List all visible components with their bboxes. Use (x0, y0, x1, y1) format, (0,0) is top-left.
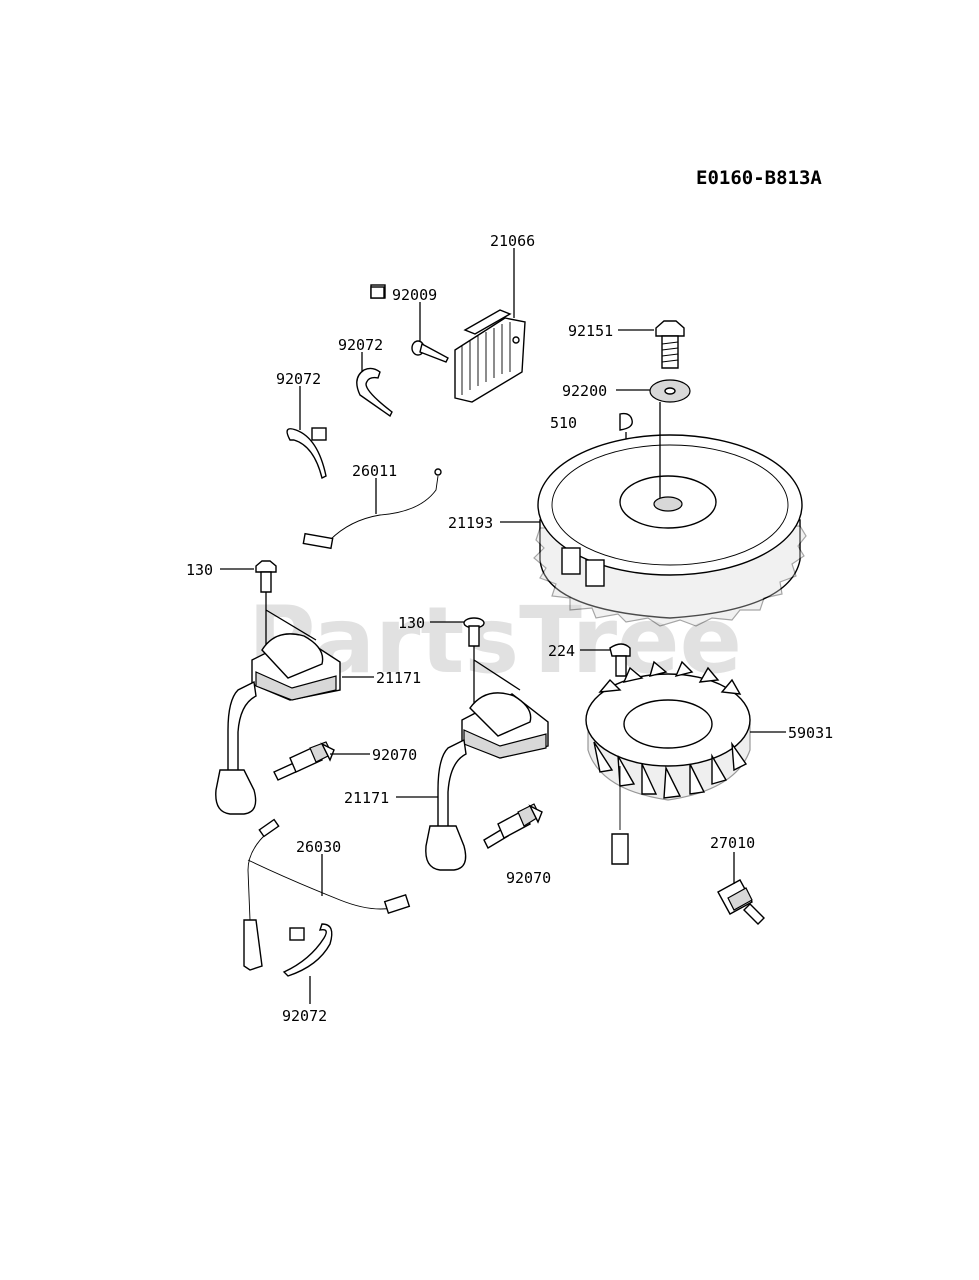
label-27010[interactable]: 27010 (710, 834, 755, 852)
label-92072-left[interactable]: 92072 (276, 370, 321, 388)
ignition-coil-21171-center[interactable] (425, 692, 549, 871)
switch-27010[interactable] (717, 879, 765, 925)
leader-130-left-coil (265, 592, 317, 646)
regulator-21066[interactable] (454, 309, 526, 403)
bolt-130-center[interactable] (463, 617, 485, 647)
label-59031[interactable]: 59031 (788, 724, 833, 742)
label-92070-upper[interactable]: 92070 (372, 746, 417, 764)
label-26011[interactable]: 26011 (352, 462, 397, 480)
label-26030[interactable]: 26030 (296, 838, 341, 856)
label-92200[interactable]: 92200 (562, 382, 607, 400)
clamp-head-upper (370, 286, 385, 299)
label-92151[interactable]: 92151 (568, 322, 613, 340)
ignition-coil-21171-left[interactable] (215, 633, 341, 815)
label-92072-upper[interactable]: 92072 (338, 336, 383, 354)
spark-plug-92070-upper[interactable] (273, 741, 335, 781)
label-21171-center[interactable]: 21171 (344, 789, 389, 807)
label-21193[interactable]: 21193 (448, 514, 493, 532)
clamp-92072-left[interactable] (286, 427, 327, 480)
label-130-left[interactable]: 130 (186, 561, 213, 579)
bolt-224[interactable] (609, 643, 631, 677)
label-92072-bottom[interactable]: 92072 (282, 1007, 327, 1025)
label-130-center[interactable]: 130 (398, 614, 425, 632)
label-224[interactable]: 224 (548, 642, 575, 660)
spark-plug-92070-lower[interactable] (483, 803, 543, 849)
wire-26011[interactable] (302, 468, 442, 550)
diagram-code: E0160-B813A (696, 167, 822, 189)
leader-130-center-coil (473, 646, 521, 706)
key-510[interactable] (619, 412, 633, 431)
label-92009[interactable]: 92009 (392, 286, 437, 304)
flywheel-21193[interactable] (533, 434, 807, 627)
wire-harness-26030[interactable] (243, 818, 411, 971)
screw-92009[interactable] (411, 340, 449, 363)
label-92070-lower[interactable]: 92070 (506, 869, 551, 887)
bolt-130-left[interactable] (255, 560, 277, 593)
label-21066[interactable]: 21066 (490, 232, 535, 250)
stator-59031[interactable] (585, 660, 751, 865)
clamp-92072-bottom[interactable] (282, 923, 333, 977)
label-510[interactable]: 510 (550, 414, 577, 432)
washer-92200[interactable] (649, 379, 691, 403)
bolt-92151[interactable] (655, 320, 685, 369)
label-21171-left[interactable]: 21171 (376, 669, 421, 687)
